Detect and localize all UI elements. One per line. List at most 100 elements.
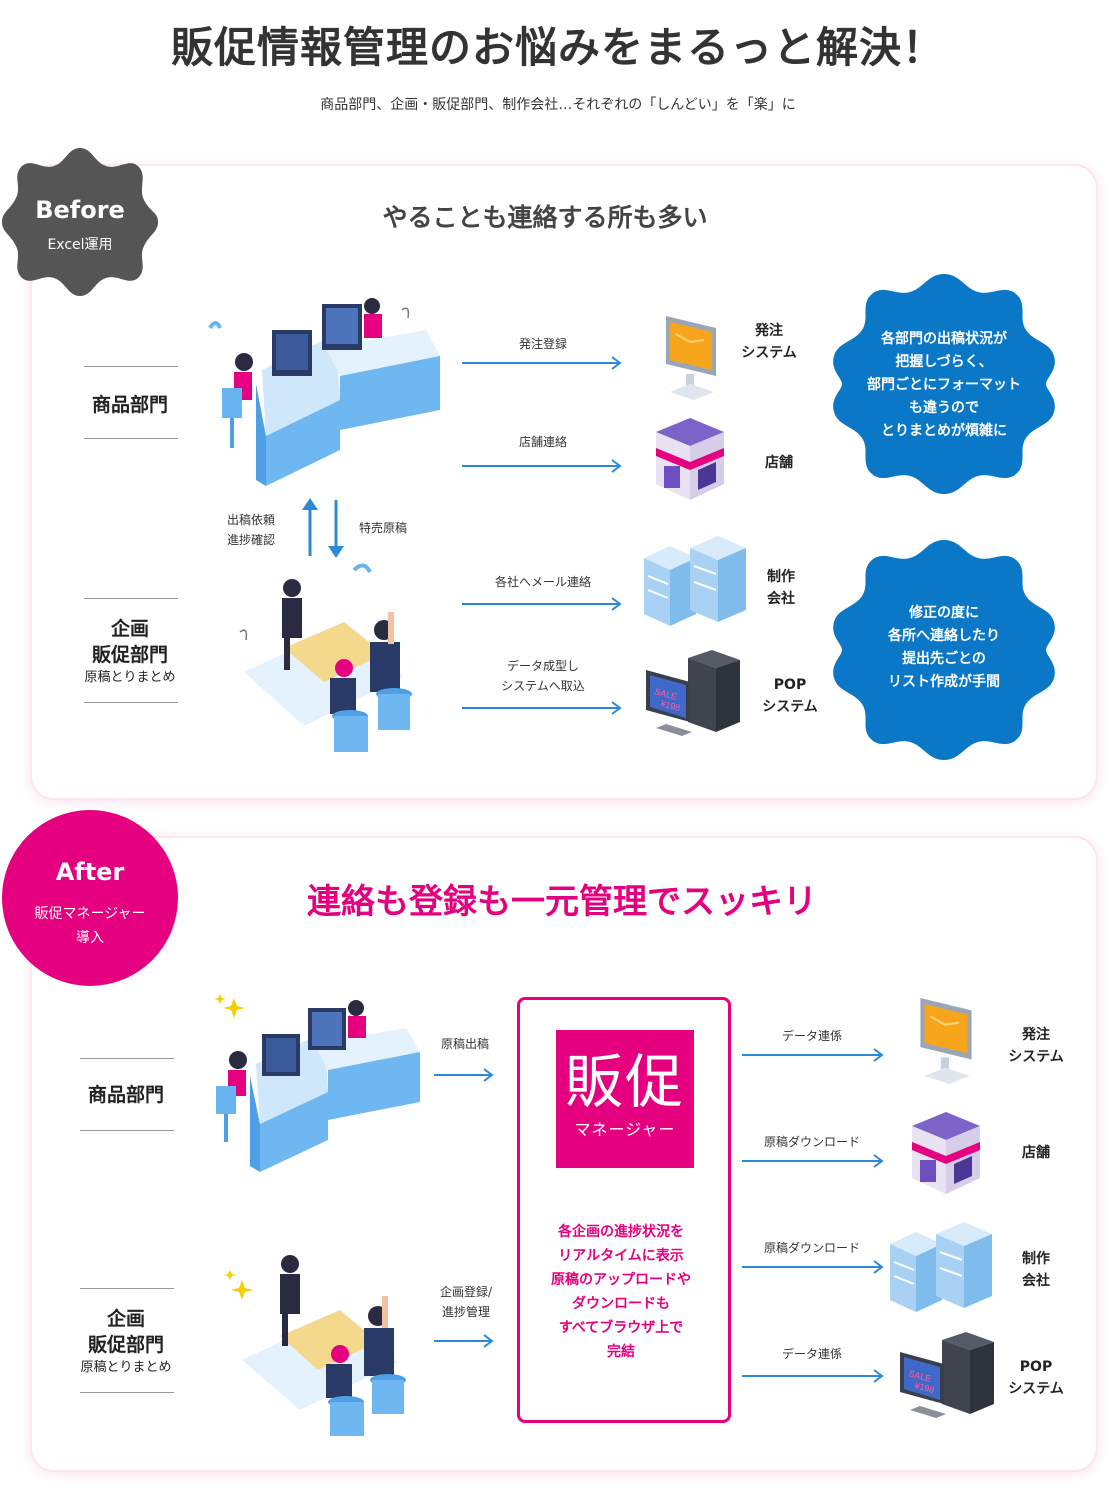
before-badge-shape <box>2 148 158 296</box>
badge-line: 導入 <box>76 930 104 946</box>
after-dest: 店舗 <box>994 1142 1078 1164</box>
after-heading: 連絡も登録も一元管理でスッキリ <box>307 882 817 922</box>
after-dept-kikaku: 企画 販促部門 原稿とりまとめ <box>56 1306 196 1378</box>
before-flow-label: 店舗連絡 <box>518 435 567 449</box>
flow-arrow <box>434 1334 494 1348</box>
store-icon <box>656 418 724 500</box>
divider <box>80 1058 174 1059</box>
server-icon: SALE ¥198 <box>900 1332 994 1418</box>
before-dept-kikaku: 企画 販促部門 原稿とりまとめ <box>60 616 200 688</box>
dest-line: 制作 <box>767 569 795 585</box>
after-input-label: 原稿出稿 <box>440 1037 489 1051</box>
building-icon <box>890 1222 992 1312</box>
dept-line: 販促部門 <box>91 644 168 666</box>
badge-line: 販促マネージャー <box>34 906 146 922</box>
dest-line: 会社 <box>1022 1273 1050 1289</box>
divider <box>84 598 178 599</box>
before-flow-label: 各社へメール連絡 <box>494 575 591 589</box>
label-line: 企画登録/ <box>439 1285 493 1299</box>
dest-line: 会社 <box>767 591 795 607</box>
flow-arrow <box>462 459 622 473</box>
divider <box>84 702 178 703</box>
before-dest: 発注 システム <box>724 320 814 364</box>
office-desk-illustration <box>208 298 440 486</box>
page-subtitle: 商品部門、企画・販促部門、制作会社…それぞれの「しんどい」を「楽」に <box>320 97 796 113</box>
server-icon: SALE ¥198 <box>646 650 740 736</box>
dest-line: POP <box>1019 1359 1053 1375</box>
label-line: 出稿依頼 <box>226 513 275 527</box>
flow-arrow <box>742 1260 884 1274</box>
dest-line: 発注 <box>755 323 783 339</box>
after-flow-label: 原稿ダウンロード <box>763 1135 860 1149</box>
dest-line: システム <box>1008 1381 1064 1397</box>
store-icon <box>912 1112 980 1194</box>
hansoku-manager-description: 各企画の進捗状況を リアルタイムに表示 原稿のアップロードや ダウンロードも す… <box>524 1220 718 1364</box>
desc-line: リアルタイムに表示 <box>558 1248 684 1264</box>
after-dest: 制作 会社 <box>994 1248 1078 1292</box>
burst-message-2: 修正の度に 各所へ連絡したり 提出先ごとの リスト作成が手間 <box>840 602 1048 694</box>
dest-line: システム <box>1008 1049 1064 1065</box>
burst-line: 提出先ごとの <box>902 651 986 667</box>
dept-line: 販促部門 <box>87 1334 164 1356</box>
monitor-icon <box>920 998 972 1084</box>
flow-arrow <box>462 356 622 370</box>
dest-line: POP <box>773 677 807 693</box>
dest-line: 制作 <box>1022 1251 1050 1267</box>
burst-shape <box>833 274 1055 494</box>
label-line: 進捗管理 <box>441 1305 490 1319</box>
after-dest: 発注 システム <box>994 1024 1078 1068</box>
after-flow-label: データ連係 <box>781 1029 842 1043</box>
after-badge-sub: 販促マネージャー 導入 <box>2 902 178 950</box>
planning-team-illustration <box>239 563 412 752</box>
after-badge-title: After <box>55 858 125 886</box>
burst-line: も違うので <box>909 400 979 416</box>
flow-arrow <box>742 1154 884 1168</box>
before-badge-title: Before <box>35 196 125 224</box>
dept-sub: 原稿とりまとめ <box>84 670 176 685</box>
page-title: 販促情報管理のお悩みをまるっと解決！ <box>170 23 945 72</box>
hansoku-manager-logo: 販促 マネージャー <box>556 1030 694 1168</box>
divider <box>80 1130 174 1131</box>
desc-line: 完結 <box>607 1344 635 1360</box>
before-heading: やることも連絡する所も多い <box>382 203 708 232</box>
desc-line: ダウンロードも <box>572 1296 670 1312</box>
before-flow-label: データ成型し システムへ取込 <box>462 656 624 696</box>
before-badge <box>2 148 158 296</box>
before-dest: 制作 会社 <box>738 566 824 610</box>
burst-line: 部門ごとにフォーマット <box>867 377 1021 393</box>
desc-line: すべてブラウザ上で <box>558 1320 684 1336</box>
after-input-label: 企画登録/ 進捗管理 <box>426 1282 506 1322</box>
flow-arrow <box>742 1369 884 1383</box>
dept-sub: 原稿とりまとめ <box>80 1360 172 1375</box>
burst-line: 各部門の出稿状況が <box>881 331 1007 347</box>
divider <box>80 1392 174 1393</box>
dept-line: 企画 <box>106 1308 145 1330</box>
office-desk-illustration <box>214 994 420 1172</box>
burst-line: 把握しづらく、 <box>895 354 993 370</box>
flow-arrow <box>462 701 622 715</box>
after-flow-label: 原稿ダウンロード <box>763 1241 860 1255</box>
after-dest: POP システム <box>994 1356 1078 1400</box>
burst-message-1: 各部門の出稿状況が 把握しづらく、 部門ごとにフォーマット も違うので とりまと… <box>840 328 1048 443</box>
burst-shape <box>833 540 1055 760</box>
divider <box>84 366 178 367</box>
desc-line: 各企画の進捗状況を <box>558 1224 684 1240</box>
after-dept-shohin: 商品部門 <box>87 1084 164 1106</box>
before-dest: POP システム <box>744 674 836 718</box>
vertical-label-right: 特売原稿 <box>358 521 407 535</box>
dest-line: システム <box>741 345 797 361</box>
planning-team-illustration <box>224 1255 406 1436</box>
flow-arrow <box>742 1048 884 1062</box>
label-line: システムへ取込 <box>501 679 585 693</box>
dest-line: システム <box>762 699 818 715</box>
divider <box>80 1288 174 1289</box>
dest-line: 店舗 <box>1022 1145 1050 1161</box>
monitor-icon <box>666 316 716 400</box>
logo-sub: マネージャー <box>574 1120 676 1139</box>
burst-line: 修正の度に <box>909 605 979 621</box>
before-flow-label: 発注登録 <box>518 337 567 351</box>
dept-line: 企画 <box>110 618 149 640</box>
vertical-exchange-arrows <box>302 498 344 558</box>
before-dest: 店舗 <box>734 452 824 474</box>
flow-arrow <box>434 1068 494 1082</box>
